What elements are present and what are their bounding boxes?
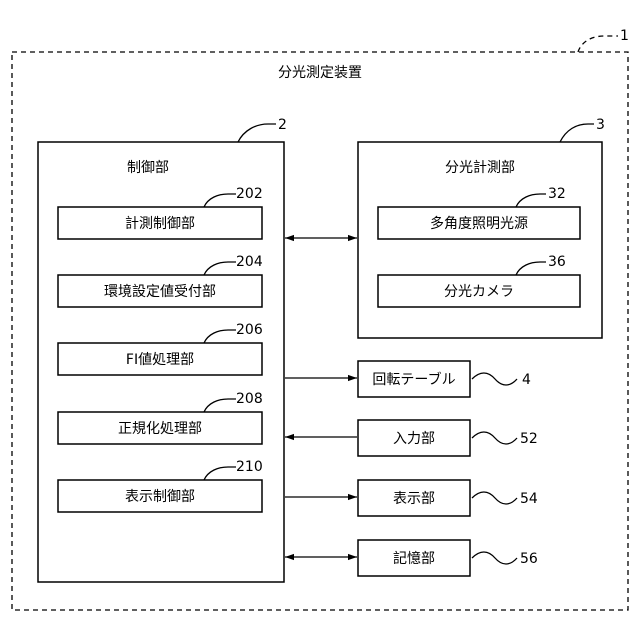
peripheral-label: 回転テーブル (372, 371, 455, 388)
peripheral-block: 回転テーブル 4 (358, 361, 531, 397)
peripheral-block: 記憶部 56 (358, 540, 538, 576)
control-unit-ref: 2 (278, 117, 287, 133)
measurement-module-label: 多角度照明光源 (430, 215, 528, 232)
peripheral-block: 表示部 54 (358, 480, 538, 516)
control-module-ref: 206 (236, 322, 263, 338)
device-title: 分光測定装置 (278, 65, 362, 81)
peripheral-label: 記憶部 (393, 550, 435, 567)
peripheral-ref: 54 (520, 491, 538, 507)
peripheral-ref: 4 (522, 372, 531, 388)
measurement-unit-ref: 3 (596, 117, 605, 133)
control-module-label: 計測制御部 (125, 216, 195, 232)
control-unit-title: 制御部 (127, 160, 169, 176)
control-module-label: 環境設定値受付部 (104, 284, 216, 300)
device-ref-leader (578, 36, 618, 52)
device-ref: 1 (620, 28, 629, 44)
measurement-module-label: 分光カメラ (444, 284, 514, 300)
control-module-ref: 202 (236, 186, 263, 202)
control-module-label: 表示制御部 (125, 489, 195, 505)
peripheral-ref: 56 (520, 551, 538, 567)
control-unit-ref-leader (238, 124, 276, 142)
measurement-unit-title: 分光計測部 (445, 160, 515, 176)
control-module-ref: 210 (236, 459, 263, 475)
measurement-unit-ref-leader (560, 124, 594, 142)
control-module-ref: 208 (236, 391, 263, 407)
control-module-ref: 204 (236, 254, 263, 270)
control-module-label: 正規化処理部 (118, 421, 202, 437)
peripheral-label: 入力部 (393, 431, 435, 447)
peripheral-label: 表示部 (393, 491, 435, 507)
peripheral-block: 入力部 52 (358, 420, 538, 456)
measurement-module-ref: 32 (548, 186, 566, 202)
measurement-module-ref: 36 (548, 254, 566, 270)
peripheral-ref: 52 (520, 431, 538, 447)
control-module-label: FI値処理部 (126, 352, 194, 368)
